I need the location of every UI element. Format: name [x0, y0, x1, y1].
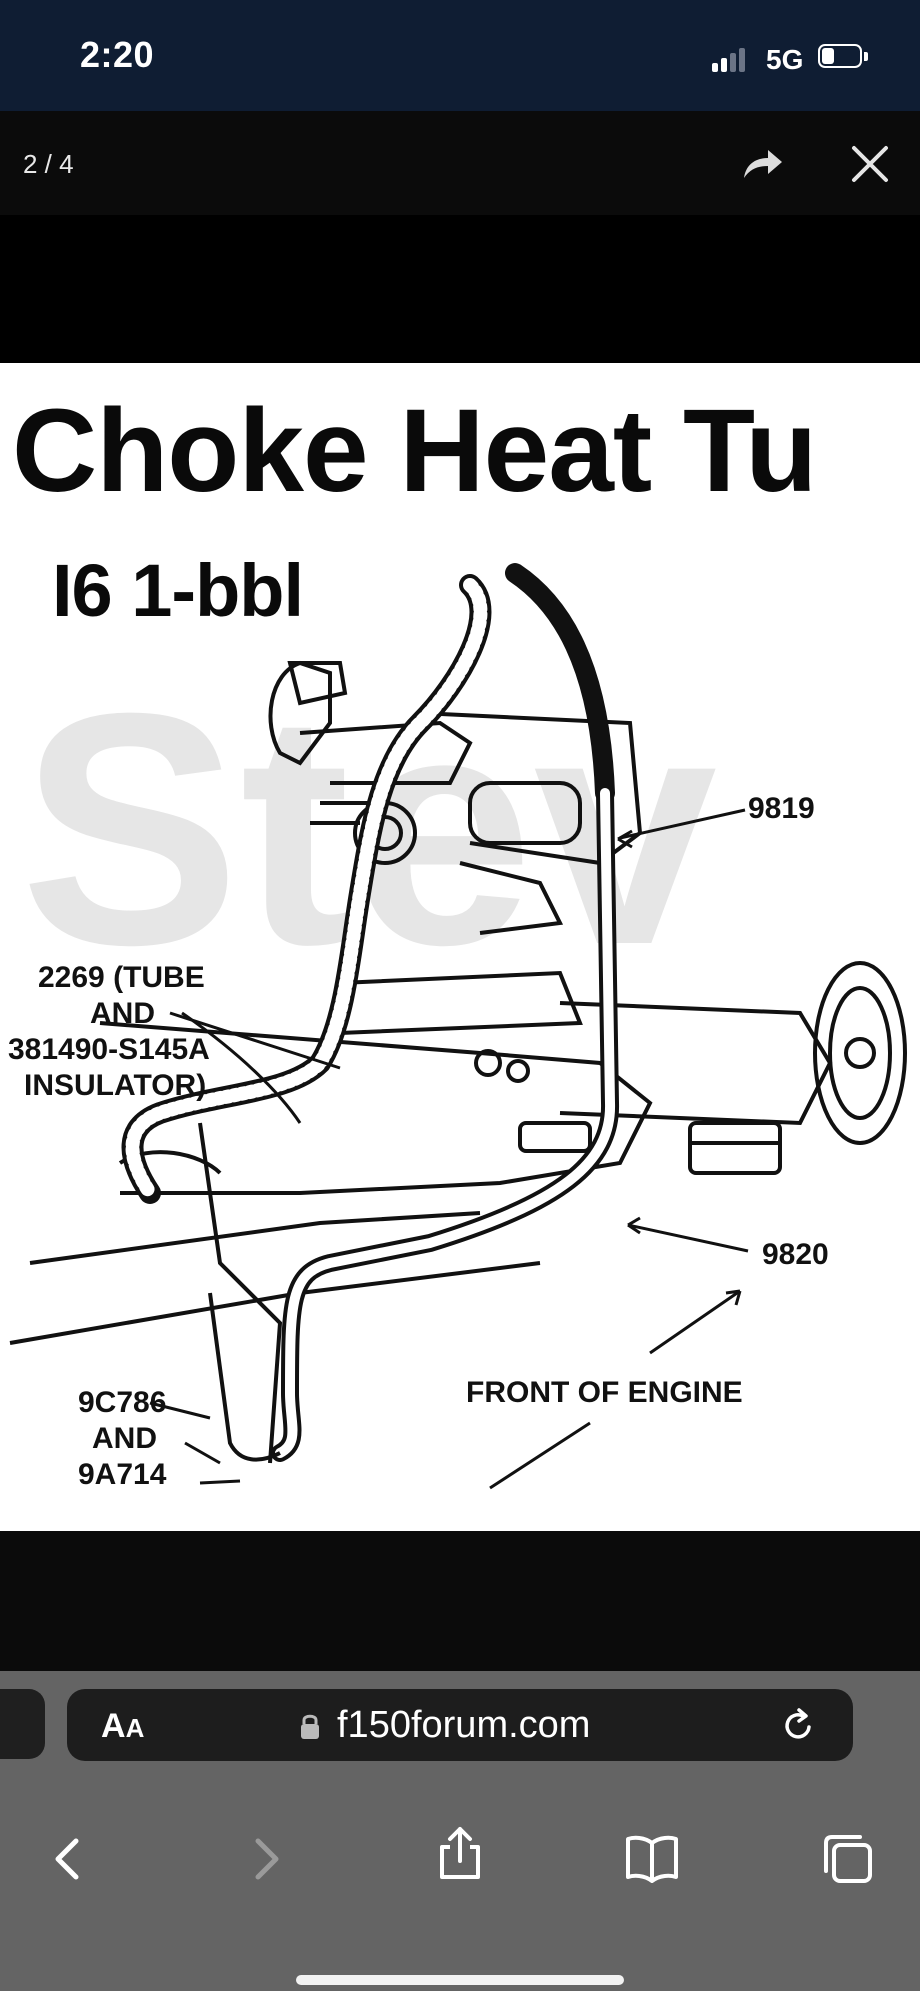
diagram-image: Stev: [0, 363, 920, 1531]
diagram-subtitle: I6 1-bbl: [52, 549, 304, 632]
previous-tab-peek[interactable]: [0, 1689, 45, 1759]
label-2269-line4: INSULATOR): [24, 1069, 207, 1102]
status-bar: 2:20 5G: [0, 0, 920, 111]
address-bar[interactable]: AA f150forum.com: [67, 1689, 853, 1761]
tabs-icon[interactable]: [820, 1831, 876, 1887]
browser-toolbar: AA f150forum.com: [0, 1671, 920, 1991]
image-counter: 2 / 4: [23, 149, 74, 179]
label-9819: 9819: [748, 792, 815, 825]
bookmarks-icon[interactable]: [624, 1831, 680, 1887]
cellular-signal-icon: [712, 46, 752, 72]
label-2269-line2: AND: [90, 997, 155, 1030]
home-indicator[interactable]: [296, 1975, 624, 1985]
viewer-bottom-area: [0, 1531, 920, 1671]
status-time: 2:20: [80, 34, 155, 75]
label-9c786-line3: 9A714: [78, 1458, 167, 1491]
close-icon[interactable]: [848, 142, 892, 186]
label-9c786-line2: AND: [92, 1422, 157, 1455]
reader-aa-button[interactable]: AA: [101, 1707, 145, 1745]
back-icon[interactable]: [40, 1831, 96, 1887]
label-9820: 9820: [762, 1238, 829, 1271]
lock-icon: [301, 1714, 319, 1739]
label-front-of-engine: FRONT OF ENGINE: [466, 1376, 743, 1409]
engine-diagram: Stev: [9, 563, 907, 1490]
battery-icon: [818, 44, 870, 70]
share-forward-icon[interactable]: [738, 140, 786, 188]
label-9c786-line1: 9C786: [78, 1386, 167, 1419]
forward-icon[interactable]: [238, 1831, 294, 1887]
reload-icon[interactable]: [779, 1705, 819, 1745]
label-2269-line3: 381490-S145A: [8, 1033, 210, 1066]
label-2269-line1: 2269 (TUBE: [38, 961, 205, 994]
share-icon[interactable]: [432, 1825, 488, 1881]
network-type: 5G: [766, 44, 804, 75]
url-text: f150forum.com: [337, 1704, 591, 1746]
diagram-title: Choke Heat Tu: [12, 385, 817, 517]
